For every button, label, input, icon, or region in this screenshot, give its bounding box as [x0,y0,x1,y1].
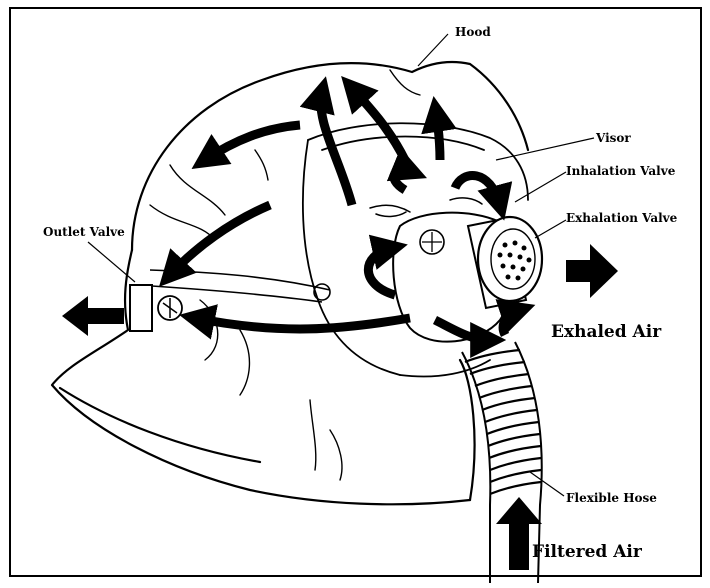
label-hood: Hood [455,26,491,38]
label-visor: Visor [596,132,631,144]
airflow-arrow-icon [394,170,412,190]
airflow-arrow-icon [205,125,300,160]
hood-folds [150,70,420,480]
label-exhaled-air: Exhaled Air [551,324,661,341]
outflow-arrow-right [566,244,618,298]
label-flexible-hose: Flexible Hose [566,492,657,504]
label-filtered-air: Filtered Air [532,544,642,561]
airflow-arrow-icon [368,248,395,295]
outflow-arrow-left [62,296,124,336]
label-exhalation-valve: Exhalation Valve [566,212,677,224]
label-outlet-valve: Outlet Valve [43,226,125,238]
label-inhalation-valve: Inhalation Valve [566,165,675,177]
airflow-arrow-icon [170,205,270,275]
airflow-arrow-icon [436,112,440,160]
airflow-arrow-icon [503,310,520,335]
outlet-valve-icon [130,285,182,331]
airflow-arrow-icon [195,318,410,329]
